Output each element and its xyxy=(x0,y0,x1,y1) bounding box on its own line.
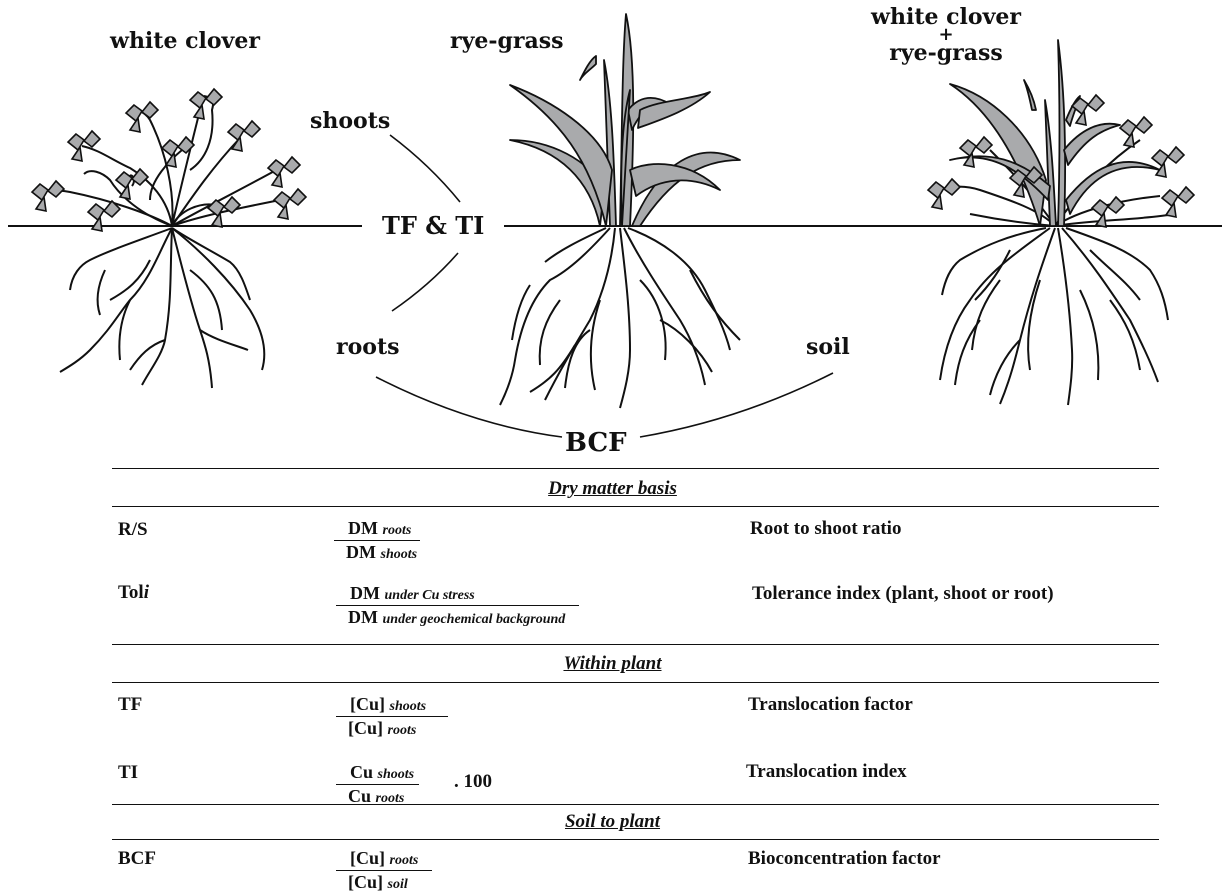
divider xyxy=(112,468,1159,469)
soil-label: soil xyxy=(806,334,850,360)
mixed-label: white clover + rye-grass xyxy=(836,6,1056,64)
formula-ti: Cu shoots Cu roots xyxy=(336,762,419,807)
abbr-rs: R/S xyxy=(118,519,148,541)
divider xyxy=(112,506,1159,507)
ti-multiplier: . 100 xyxy=(454,771,492,793)
divider xyxy=(112,839,1159,840)
denominator: [Cu] soil xyxy=(336,871,432,893)
white-clover-leaves xyxy=(32,89,306,231)
divider xyxy=(112,644,1159,645)
numerator: DM under Cu stress xyxy=(336,583,579,606)
section-title-within-plant: Within plant xyxy=(0,653,1225,675)
divider xyxy=(112,682,1159,683)
desc-toli: Tolerance index (plant, shoot or root) xyxy=(752,583,1054,605)
mixed-label-line2: rye-grass xyxy=(836,42,1056,64)
numerator: [Cu] shoots xyxy=(336,694,448,717)
section-title-soil-to-plant: Soil to plant xyxy=(0,811,1225,833)
bcf-label: BCF xyxy=(565,428,627,458)
desc-bcf: Bioconcentration factor xyxy=(748,848,941,870)
abbr-bcf: BCF xyxy=(118,848,156,870)
formula-toli: DM under Cu stress DM under geochemical … xyxy=(336,583,579,628)
formula-rs: DM roots DM shoots xyxy=(334,518,420,563)
abbr-tf: TF xyxy=(118,694,142,716)
desc-rs: Root to shoot ratio xyxy=(750,518,901,540)
denominator: [Cu] roots xyxy=(336,717,448,739)
divider xyxy=(112,804,1159,805)
formula-bcf: [Cu] roots [Cu] soil xyxy=(336,848,432,893)
tf-ti-label: TF & TI xyxy=(382,211,484,240)
denominator: DM shoots xyxy=(334,541,420,563)
numerator: Cu shoots xyxy=(336,762,419,785)
rye-grass-roots xyxy=(500,228,740,408)
shoots-label: shoots xyxy=(310,108,390,134)
numerator: DM roots xyxy=(334,518,420,541)
mixed-plant xyxy=(940,140,1175,405)
formula-tf: [Cu] shoots [Cu] roots xyxy=(336,694,448,739)
numerator: [Cu] roots xyxy=(336,848,432,871)
rye-grass-label: rye-grass xyxy=(450,28,564,54)
abbr-ti: TI xyxy=(118,762,138,784)
white-clover-label: white clover xyxy=(110,28,260,54)
desc-ti: Translocation index xyxy=(746,761,907,783)
roots-label: roots xyxy=(336,334,400,360)
denominator: DM under geochemical background xyxy=(336,606,579,628)
illustration xyxy=(0,0,1225,460)
desc-tf: Translocation factor xyxy=(748,694,913,716)
section-title-dry-matter: Dry matter basis xyxy=(0,478,1225,500)
abbr-toli: Toli xyxy=(118,582,149,604)
